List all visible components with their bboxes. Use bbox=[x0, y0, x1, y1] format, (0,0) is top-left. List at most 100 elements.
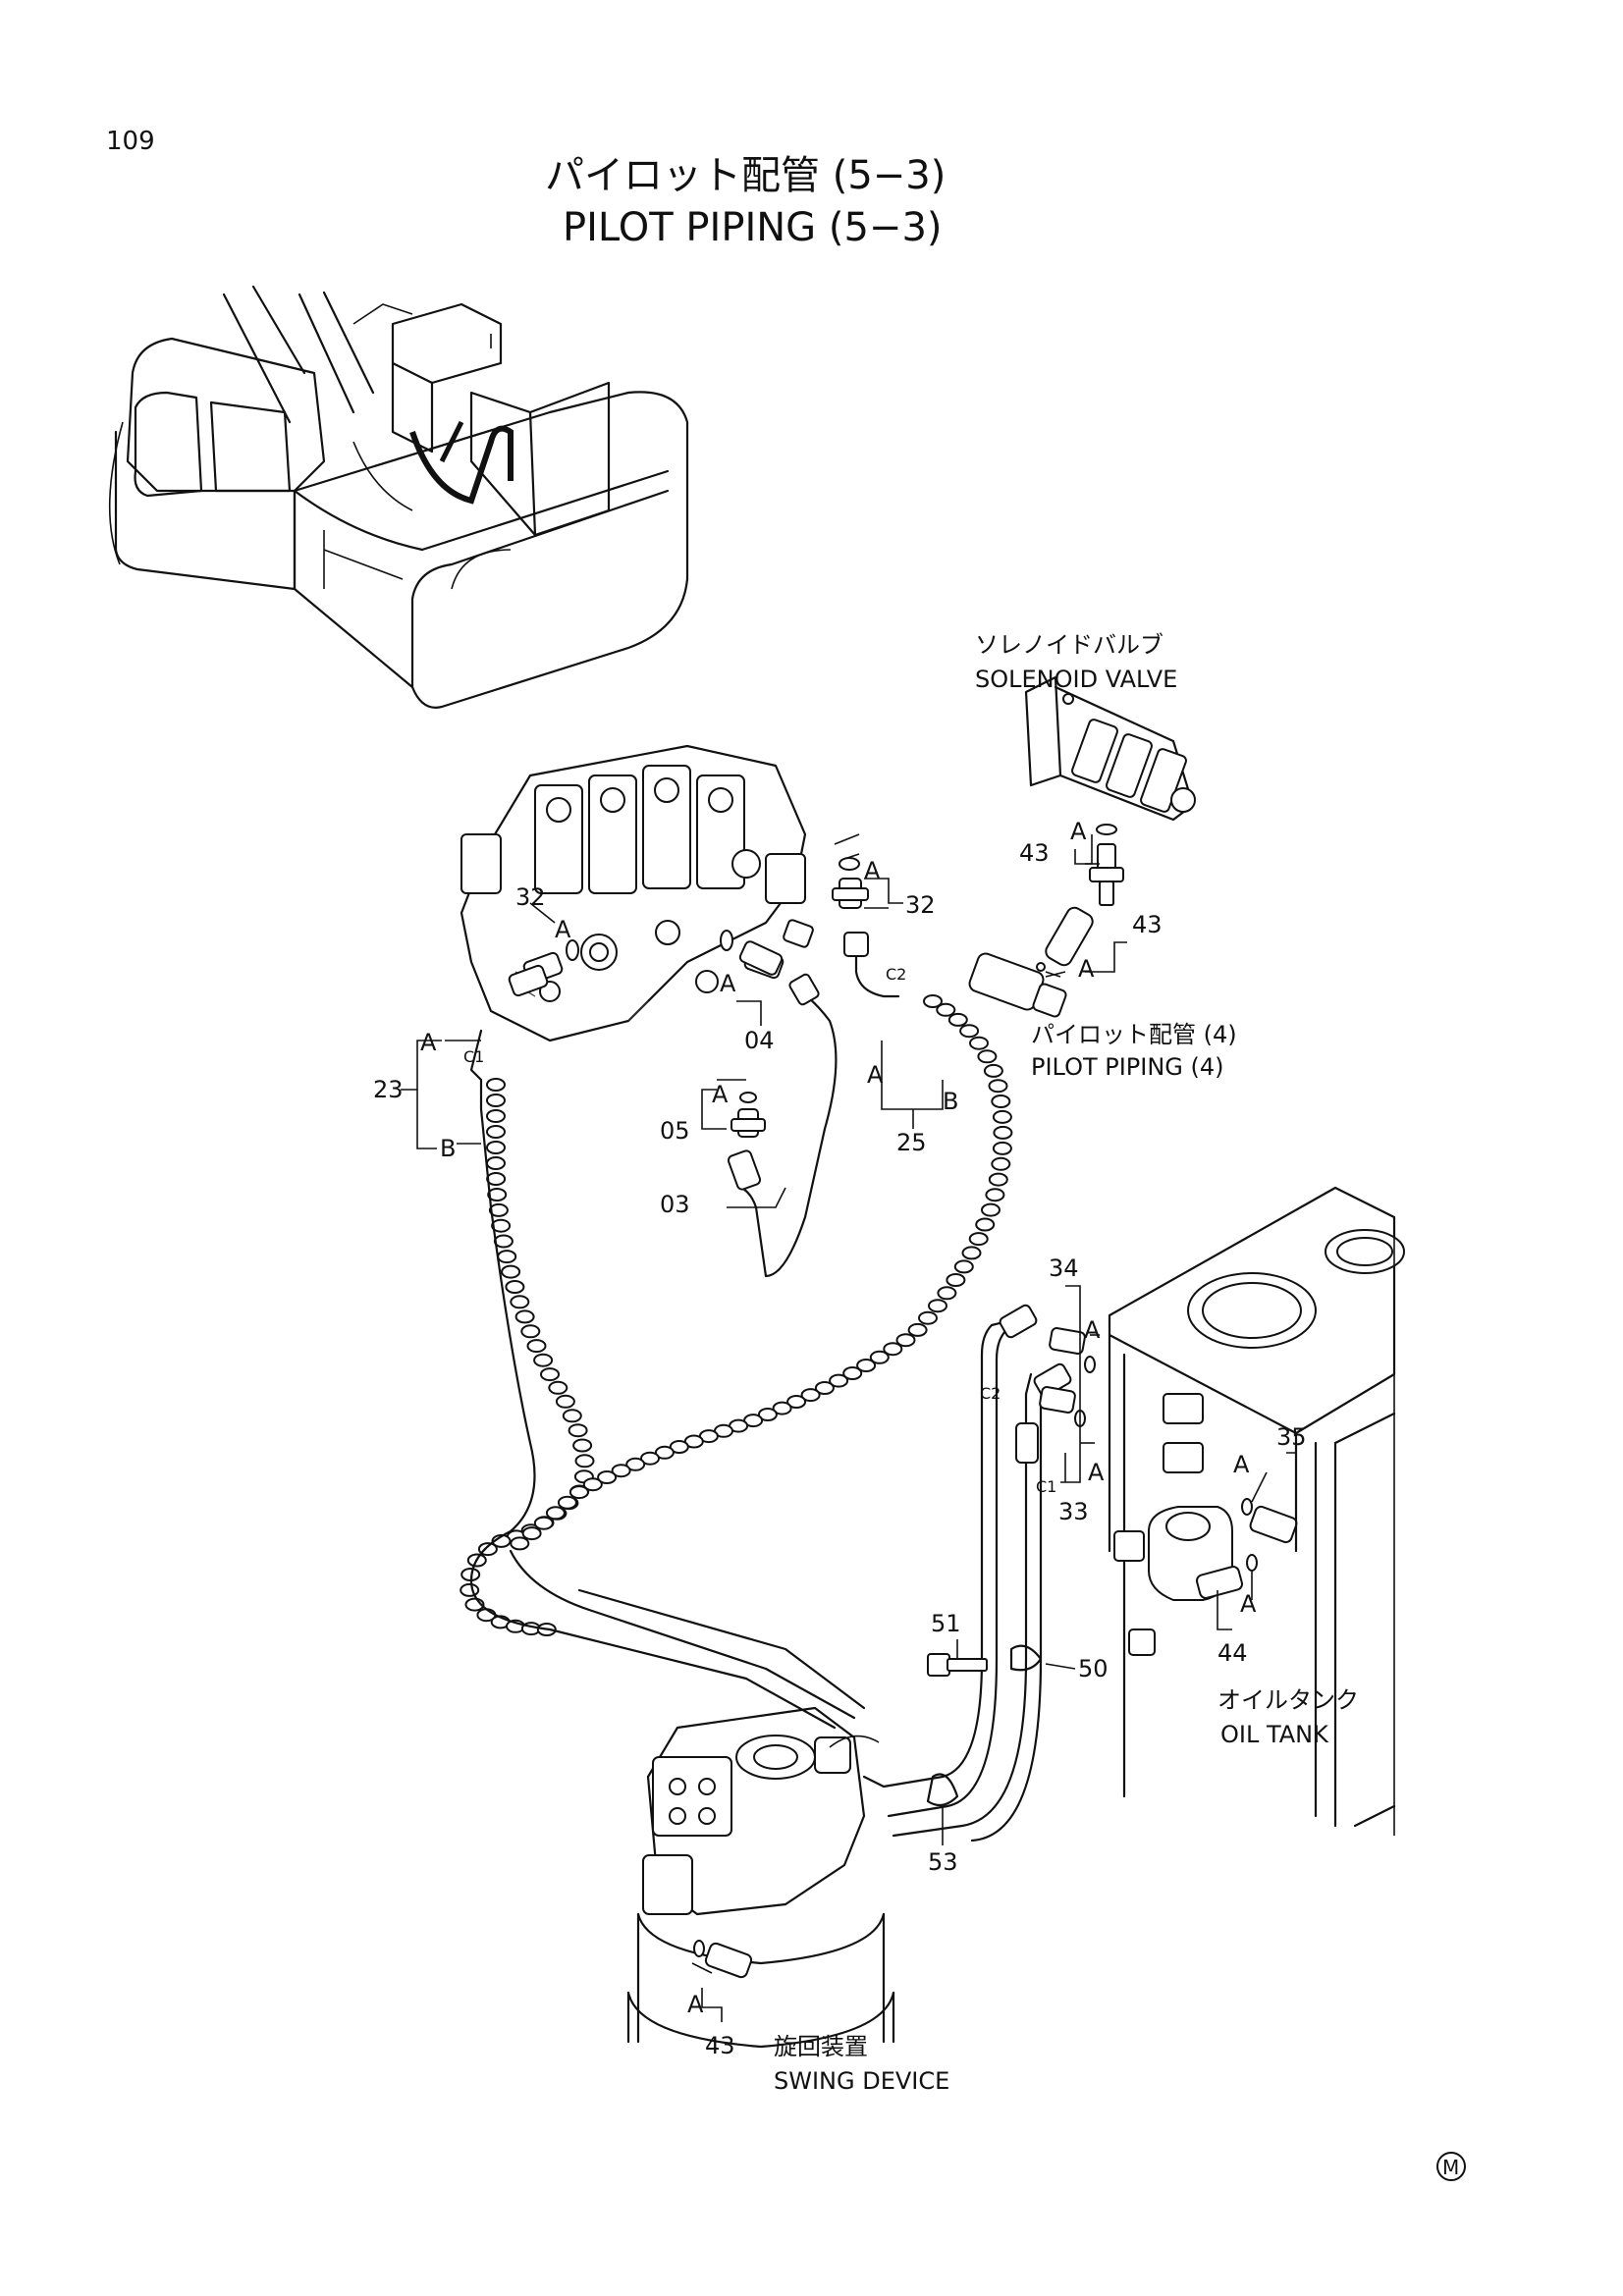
hose-25-bead bbox=[829, 1373, 849, 1388]
hose-25-bead bbox=[977, 1049, 998, 1064]
title-english: PILOT PIPING (5−3) bbox=[563, 205, 943, 250]
letter-C2: C2 bbox=[980, 1384, 1001, 1403]
hose-25-bead bbox=[991, 1095, 1011, 1108]
hose-25-bead bbox=[582, 1477, 603, 1492]
hose-23-bead bbox=[510, 1295, 530, 1309]
label-solenoid-valve-en: SOLENOID VALVE bbox=[975, 666, 1177, 693]
connection-letters: A A A A B C1 A C2 A B A A A A C2 C1 A A … bbox=[420, 818, 1257, 2018]
hose-25-bead bbox=[988, 1172, 1008, 1187]
hose-23-bead bbox=[533, 1353, 554, 1367]
label-pilot-piping-4-jp: パイロット配管 (4) bbox=[1031, 1021, 1237, 1048]
callout-43: 43 bbox=[705, 2032, 735, 2059]
page-number: 109 bbox=[106, 127, 155, 156]
hose-23-bead bbox=[562, 1409, 582, 1423]
hose-25-bead bbox=[937, 1286, 957, 1301]
model-mark-letter: M bbox=[1442, 2156, 1459, 2179]
hose-23-bead bbox=[574, 1454, 595, 1468]
model-mark: M bbox=[1436, 2152, 1466, 2181]
hose-25-bead bbox=[669, 1440, 689, 1454]
hose-23-bead bbox=[491, 1218, 512, 1233]
hose-23-bead bbox=[540, 1367, 560, 1382]
control-valve-illustration bbox=[460, 744, 814, 1042]
callout-43: 43 bbox=[1019, 839, 1050, 867]
letter-C1: C1 bbox=[463, 1047, 484, 1066]
hose-23-bead bbox=[501, 1264, 521, 1279]
letter-B: B bbox=[440, 1135, 456, 1162]
hose-23 bbox=[460, 1078, 595, 1636]
hose-23-bead bbox=[486, 1125, 506, 1139]
hose-25-bead bbox=[654, 1445, 675, 1460]
hose-25-bead bbox=[928, 1299, 947, 1313]
hose-25-bead bbox=[985, 1188, 1005, 1202]
callout-34: 34 bbox=[1049, 1255, 1079, 1282]
hose-25-bead bbox=[640, 1451, 660, 1466]
hose-25-bead bbox=[918, 1310, 938, 1325]
callout-05: 05 bbox=[660, 1117, 690, 1145]
hose-25-bead bbox=[786, 1395, 807, 1409]
hose-23-bead bbox=[460, 1582, 480, 1597]
hose-25-bead bbox=[992, 1109, 1012, 1124]
hose-25-bead bbox=[991, 1156, 1011, 1171]
hose-23-bead bbox=[486, 1094, 506, 1107]
pipe-c2-oil-tank bbox=[862, 1318, 1013, 1789]
hose-25-bead bbox=[953, 1259, 974, 1274]
hose-25-bead bbox=[968, 1232, 989, 1247]
hose-23-bead bbox=[548, 1380, 568, 1395]
callout-44: 44 bbox=[1217, 1639, 1248, 1667]
letter-B: B bbox=[943, 1088, 958, 1115]
letter-A: A bbox=[1240, 1590, 1257, 1618]
callout-43: 43 bbox=[1132, 911, 1163, 938]
hose-25-bead bbox=[856, 1359, 877, 1372]
title-japanese: パイロット配管 (5−3) bbox=[545, 153, 946, 198]
callout-32: 32 bbox=[515, 883, 546, 911]
hose-23-bead bbox=[520, 1324, 541, 1339]
hose-23-bead bbox=[486, 1109, 506, 1123]
hose-23-bead bbox=[488, 1202, 509, 1217]
hose-25-bead bbox=[800, 1388, 821, 1403]
letter-A: A bbox=[867, 1061, 884, 1089]
hose-25-bead bbox=[975, 1217, 996, 1232]
letter-A: A bbox=[1070, 818, 1087, 845]
letter-A: A bbox=[1084, 1316, 1101, 1344]
hose-25 bbox=[510, 994, 1013, 1551]
hose-25-bead bbox=[772, 1401, 792, 1415]
hose-25-bead bbox=[883, 1342, 903, 1357]
hose-23-bead bbox=[497, 1250, 517, 1264]
letter-A: A bbox=[687, 1991, 704, 2018]
hose-25-bead bbox=[946, 1273, 966, 1287]
hose-25-bead bbox=[597, 1470, 618, 1484]
hose-25-bead bbox=[568, 1485, 589, 1500]
label-oil-tank-jp: オイルタンク bbox=[1217, 1686, 1359, 1714]
label-swing-device-jp: 旋回装置 bbox=[774, 2033, 868, 2060]
component-labels: ソレノイドバルブ SOLENOID VALVE パイロット配管 (4) PILO… bbox=[774, 631, 1359, 2095]
letter-A: A bbox=[712, 1081, 729, 1108]
hose-25-bead bbox=[869, 1350, 890, 1364]
letter-C1: C1 bbox=[1036, 1477, 1056, 1496]
letter-A: A bbox=[1078, 955, 1095, 983]
hose-23-bead bbox=[526, 1339, 547, 1354]
letter-A: A bbox=[1233, 1451, 1250, 1478]
hose-25-bead bbox=[510, 1536, 530, 1551]
solenoid-valve-illustration bbox=[968, 675, 1196, 1018]
hose-25-bead bbox=[981, 1202, 1001, 1217]
hose-25-bead bbox=[625, 1457, 646, 1471]
hose-23-bead bbox=[486, 1156, 506, 1170]
hose-23-bead bbox=[486, 1078, 506, 1092]
hose-25-bead bbox=[907, 1322, 928, 1337]
callout-33: 33 bbox=[1058, 1498, 1089, 1525]
callout-32: 32 bbox=[905, 891, 936, 919]
letter-A: A bbox=[1088, 1459, 1105, 1486]
oil-tank-illustration bbox=[1108, 1186, 1405, 1836]
label-pilot-piping-4-en: PILOT PIPING (4) bbox=[1031, 1053, 1224, 1081]
hose-25-bead bbox=[923, 994, 943, 1008]
hose-25-bead bbox=[961, 1246, 982, 1260]
leader-lines bbox=[401, 833, 1297, 2022]
hose-23-bead bbox=[568, 1423, 588, 1438]
hose-23-bead bbox=[572, 1438, 593, 1453]
letter-A: A bbox=[420, 1029, 437, 1056]
excavator-overview-illustration bbox=[108, 285, 689, 709]
label-solenoid-valve-jp: ソレノイドバルブ bbox=[975, 631, 1163, 659]
callout-03: 03 bbox=[660, 1191, 690, 1218]
letter-A: A bbox=[555, 916, 571, 943]
